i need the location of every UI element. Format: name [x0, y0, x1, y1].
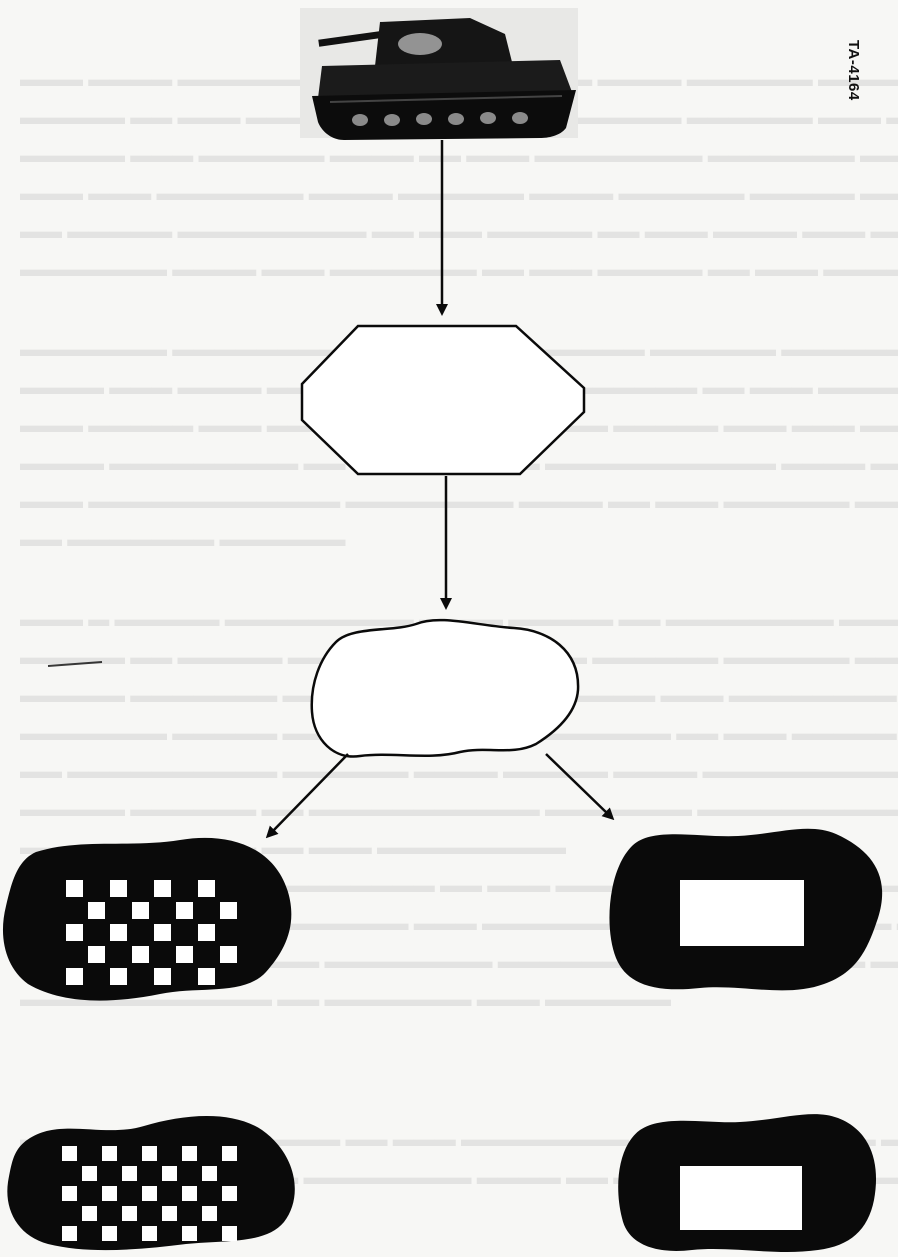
tank-photo — [300, 8, 578, 140]
checker-square — [220, 902, 237, 919]
checker-square — [142, 1186, 157, 1201]
arrow-blob-to-window — [546, 754, 610, 816]
checker-square — [142, 1146, 157, 1161]
checker-square — [82, 1166, 97, 1181]
checker-square — [102, 1146, 117, 1161]
checker-square — [82, 1206, 97, 1221]
checker-square — [162, 1166, 177, 1181]
checker-square — [198, 924, 215, 941]
checker-blob-upper — [3, 838, 291, 1001]
blob-outline — [312, 620, 578, 756]
stray-mark — [48, 662, 102, 666]
checker-square — [132, 946, 149, 963]
checker-square — [62, 1226, 77, 1241]
checker-square — [202, 1206, 217, 1221]
checker-square — [222, 1146, 237, 1161]
checker-square — [110, 968, 127, 985]
checker-square — [66, 880, 83, 897]
checker-square — [66, 968, 83, 985]
checker-square — [154, 880, 171, 897]
checker-square — [132, 902, 149, 919]
checker-square — [110, 924, 127, 941]
checker-square — [222, 1186, 237, 1201]
checker-square — [154, 924, 171, 941]
checker-square — [110, 880, 127, 897]
checker-square — [220, 946, 237, 963]
checker-square — [102, 1226, 117, 1241]
checker-square — [198, 968, 215, 985]
checker-square — [182, 1226, 197, 1241]
checker-square — [142, 1226, 157, 1241]
arrow-blob-to-checker — [270, 754, 348, 834]
checker-square — [88, 902, 105, 919]
window-blob-lower — [618, 1114, 876, 1252]
checker-square — [122, 1206, 137, 1221]
checker-square — [182, 1186, 197, 1201]
checker-square — [88, 946, 105, 963]
checker-square — [62, 1186, 77, 1201]
checker-square — [102, 1186, 117, 1201]
checker-square — [154, 968, 171, 985]
checker-square — [176, 902, 193, 919]
checker-square — [62, 1146, 77, 1161]
checker-blob-lower — [7, 1116, 294, 1250]
octagon-outline — [302, 326, 584, 474]
checker-square — [198, 880, 215, 897]
checker-square — [182, 1146, 197, 1161]
checker-square — [162, 1206, 177, 1221]
window-blob-upper — [609, 829, 882, 991]
checker-square — [66, 924, 83, 941]
checker-square — [176, 946, 193, 963]
checker-square — [202, 1166, 217, 1181]
checker-square — [222, 1226, 237, 1241]
checker-square — [122, 1166, 137, 1181]
